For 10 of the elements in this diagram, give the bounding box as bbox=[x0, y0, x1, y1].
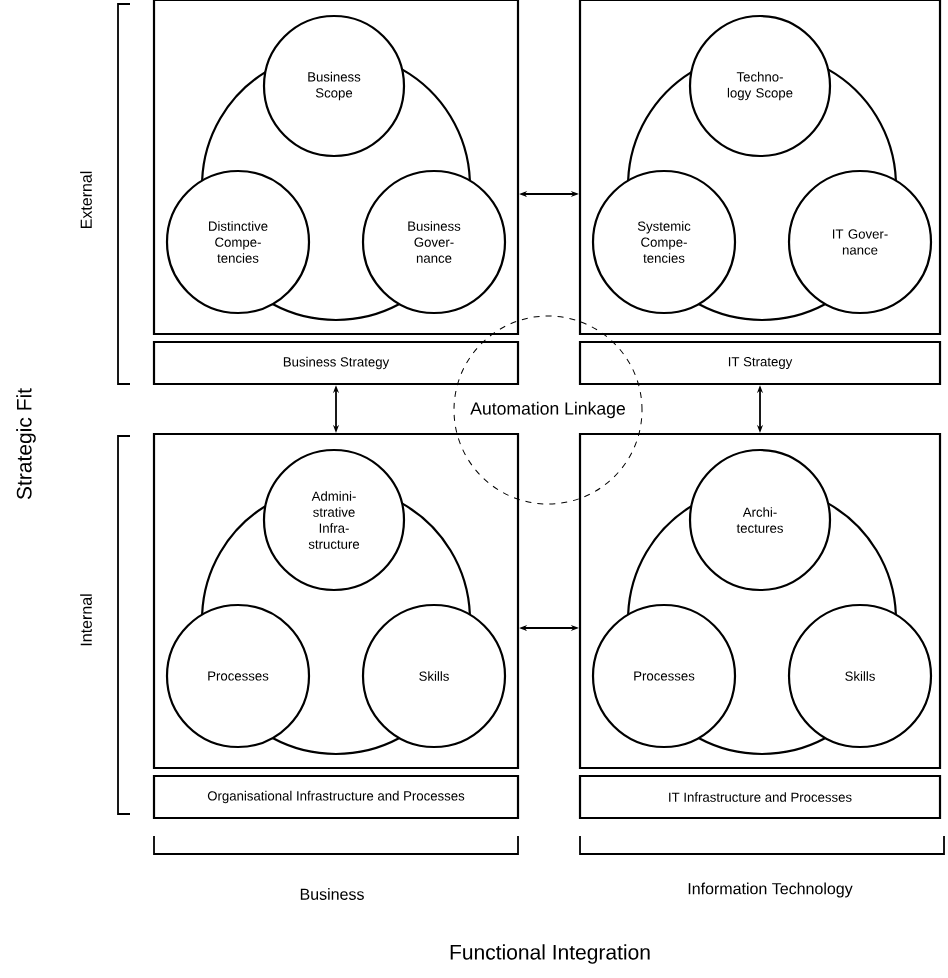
axis-label: Business bbox=[300, 888, 364, 900]
axis-label: Internal bbox=[80, 594, 92, 646]
axis-title: Functional Integration bbox=[450, 944, 650, 964]
axis-title: Strategic Fit bbox=[16, 388, 36, 500]
quadrant-box bbox=[152, 432, 520, 770]
quadrant-box bbox=[152, 0, 520, 336]
quadrant-box bbox=[578, 0, 942, 336]
quadrant-box bbox=[578, 432, 942, 770]
axis-label: Information Technology bbox=[688, 882, 853, 898]
axis-label: External bbox=[80, 171, 92, 229]
